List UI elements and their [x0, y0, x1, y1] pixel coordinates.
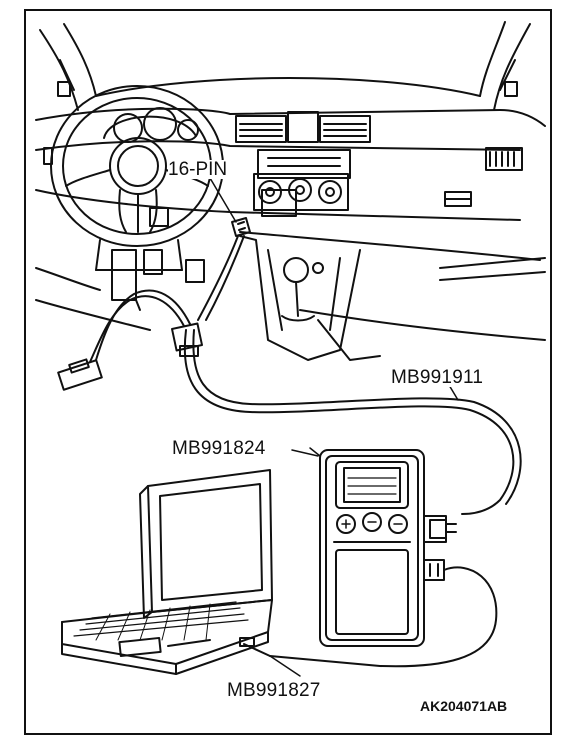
leader-lines — [209, 177, 319, 457]
connector-label: 16-PIN — [168, 159, 228, 180]
scan-tool-icon — [309, 447, 457, 647]
cable-interface-return — [269, 566, 498, 668]
cable-mb991827 — [239, 637, 301, 677]
dashboard — [35, 107, 546, 341]
radio-unit — [257, 149, 351, 217]
cable-mb991911 — [183, 235, 522, 515]
gear-shift-icon — [239, 235, 381, 361]
windshield-frame — [39, 21, 531, 111]
connector-plug-icon — [209, 177, 251, 237]
climate-knobs — [253, 173, 349, 211]
cable-usb-label: MB991827 — [227, 680, 321, 701]
adapter-box — [57, 289, 204, 391]
steering-column — [95, 239, 183, 271]
side-vent-right — [444, 147, 523, 207]
figure-code: AK204071AB — [420, 698, 508, 714]
center-vents — [235, 111, 371, 143]
pedals — [111, 249, 205, 311]
instrument-cluster — [103, 107, 199, 143]
laptop-icon — [61, 469, 273, 675]
cable-main-label: MB991911 — [391, 367, 484, 388]
interface-label: MB991824 — [172, 438, 266, 459]
